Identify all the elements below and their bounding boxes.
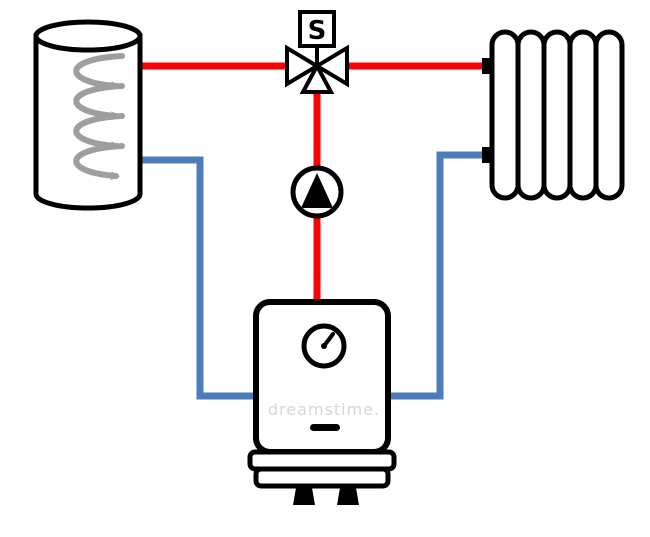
boiler-base-lower xyxy=(253,466,391,489)
boiler-foot-left xyxy=(293,488,315,505)
circulation-pump xyxy=(290,165,344,219)
hot-water-tank xyxy=(33,19,143,211)
pump-impeller-icon xyxy=(301,173,333,208)
watermark: dreamstime. xyxy=(268,400,380,419)
servo-label: S xyxy=(308,16,327,46)
boiler-foot-right xyxy=(337,488,359,505)
pipe-return-radiator-to-boiler xyxy=(380,151,497,400)
three-way-valve: S xyxy=(285,10,349,94)
radiator-fins xyxy=(489,29,625,201)
boiler: dreamstime. xyxy=(247,299,397,505)
boiler-base-upper xyxy=(247,449,397,472)
tank-top xyxy=(33,19,143,53)
servo-box xyxy=(298,10,336,48)
pipe-return-tank-to-boiler xyxy=(128,156,268,400)
boiler-gauge-icon xyxy=(301,323,347,369)
valve-bottom-port xyxy=(299,61,335,94)
boiler-slot xyxy=(310,424,340,431)
tank-coil-icon xyxy=(73,53,125,181)
radiator xyxy=(482,29,625,201)
valve-left-port xyxy=(285,44,321,88)
valve-right-port xyxy=(313,44,349,88)
